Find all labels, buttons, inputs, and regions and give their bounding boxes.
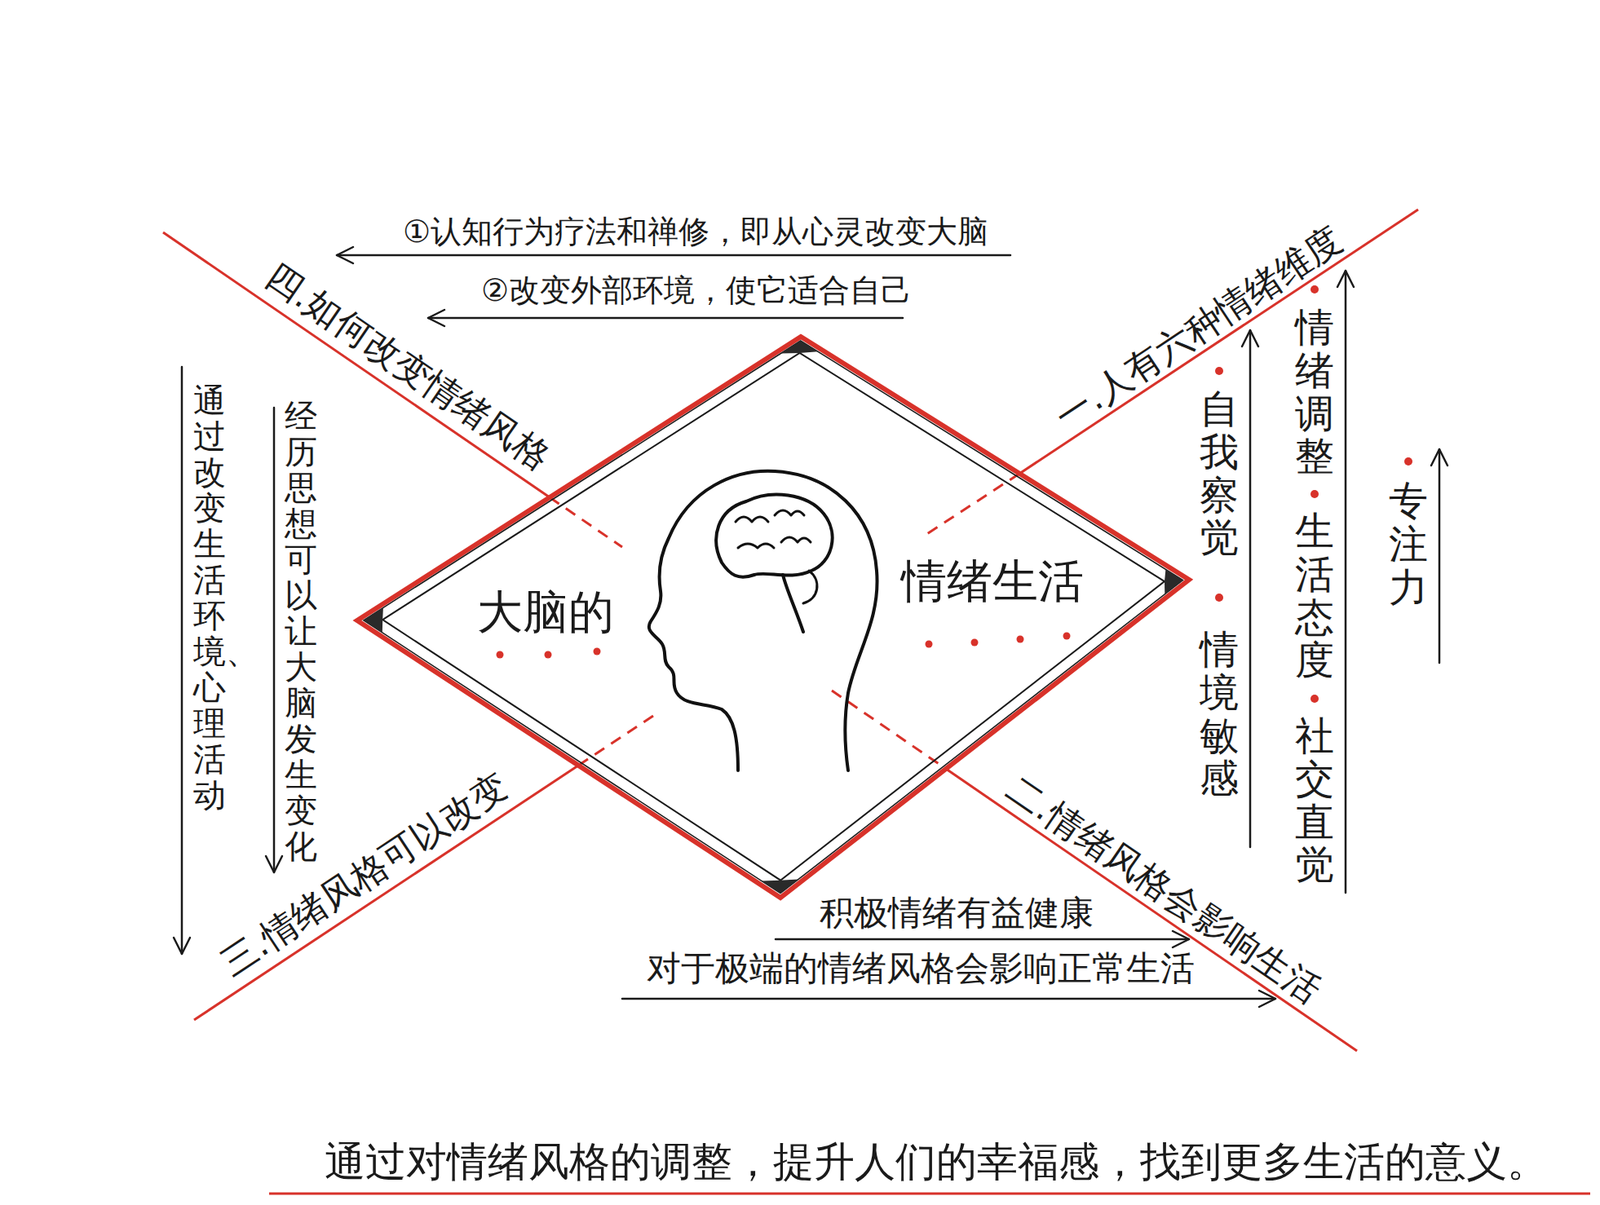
bullet-dot xyxy=(1063,632,1071,641)
dimension-item: 生活态度 xyxy=(1295,509,1335,682)
branch-item: 积极情绪有益健康 xyxy=(819,893,1094,933)
branch-item: ①认知行为疗法和禅修，即从心灵改变大脑 xyxy=(402,214,989,251)
branch-title: 三.情绪风格可以改变 xyxy=(213,765,516,985)
branch-item: 对于极端的情绪风格会影响正常生活 xyxy=(646,949,1195,989)
brain-stem xyxy=(782,574,804,633)
bullet-dot xyxy=(925,640,933,649)
branch-item: 经历思想可以让大脑发生变化 xyxy=(284,397,318,865)
bullet-dot xyxy=(1215,366,1224,376)
dots xyxy=(496,285,1414,703)
arrows xyxy=(173,247,1448,1008)
bullet-dot xyxy=(1404,457,1413,466)
corner-block xyxy=(761,879,799,893)
arrow-line xyxy=(1344,270,1348,893)
head-illustration xyxy=(649,471,878,771)
bullet-dot xyxy=(1310,285,1319,294)
branch-item: 通过改变生活环境、心理活动 xyxy=(193,382,226,814)
dashed-line xyxy=(831,690,946,770)
corner-block xyxy=(363,607,384,633)
bullet-dot xyxy=(1310,694,1319,703)
branch-lines xyxy=(163,209,1591,1194)
dashed-line xyxy=(923,473,1020,537)
head-outline xyxy=(649,471,878,771)
arrow-head xyxy=(1431,449,1448,466)
arrow-line xyxy=(1249,330,1252,848)
bullet-dot xyxy=(1310,490,1319,499)
arrow-line xyxy=(181,366,184,955)
arrow-head xyxy=(1337,270,1354,288)
arrow-line xyxy=(273,407,276,873)
arrow-line xyxy=(428,317,903,320)
brain-outline xyxy=(716,495,832,578)
bullet-dot xyxy=(1215,593,1224,602)
arrow-head xyxy=(1259,990,1276,1008)
arrow-line xyxy=(1438,449,1441,663)
arrow-head xyxy=(173,937,191,955)
node-title: 大脑的 xyxy=(477,586,615,639)
dashed-line xyxy=(578,716,654,766)
arrow-head xyxy=(1172,931,1189,948)
brain-folds xyxy=(735,510,811,549)
arrow-head xyxy=(336,247,354,264)
dimension-item: 情境敏感 xyxy=(1199,627,1239,800)
dimension-item: 社交直觉 xyxy=(1295,714,1335,887)
arrow-line xyxy=(775,938,1189,942)
dashed-line xyxy=(549,497,623,548)
caption: 通过对情绪风格的调整，提升人们的幸福感，找到更多生活的意义。 xyxy=(324,1139,1548,1187)
bullet-dot xyxy=(496,651,504,659)
corner-block xyxy=(781,340,818,354)
dimension-item: 情绪调整 xyxy=(1295,305,1335,478)
bullet-dot xyxy=(544,651,553,659)
bullet-dot xyxy=(1016,636,1025,644)
dimension-item: 自我察觉 xyxy=(1199,387,1239,560)
cerebellum xyxy=(803,570,818,604)
arrow-head xyxy=(1241,330,1259,347)
caption-underline xyxy=(269,1193,1591,1196)
arrow-head xyxy=(428,309,445,327)
arrow-line xyxy=(336,254,1011,257)
dimension-item: 专注力 xyxy=(1388,479,1428,609)
corner-block xyxy=(1164,569,1184,595)
node-title: 情绪生活 xyxy=(901,555,1084,608)
arrow-line xyxy=(622,998,1276,1001)
bullet-dot xyxy=(971,639,979,647)
arrow-head xyxy=(265,856,283,873)
bullet-dot xyxy=(593,648,602,656)
branch-line xyxy=(194,765,579,1021)
branch-item: ②改变外部环境，使它适合自己 xyxy=(481,273,912,310)
